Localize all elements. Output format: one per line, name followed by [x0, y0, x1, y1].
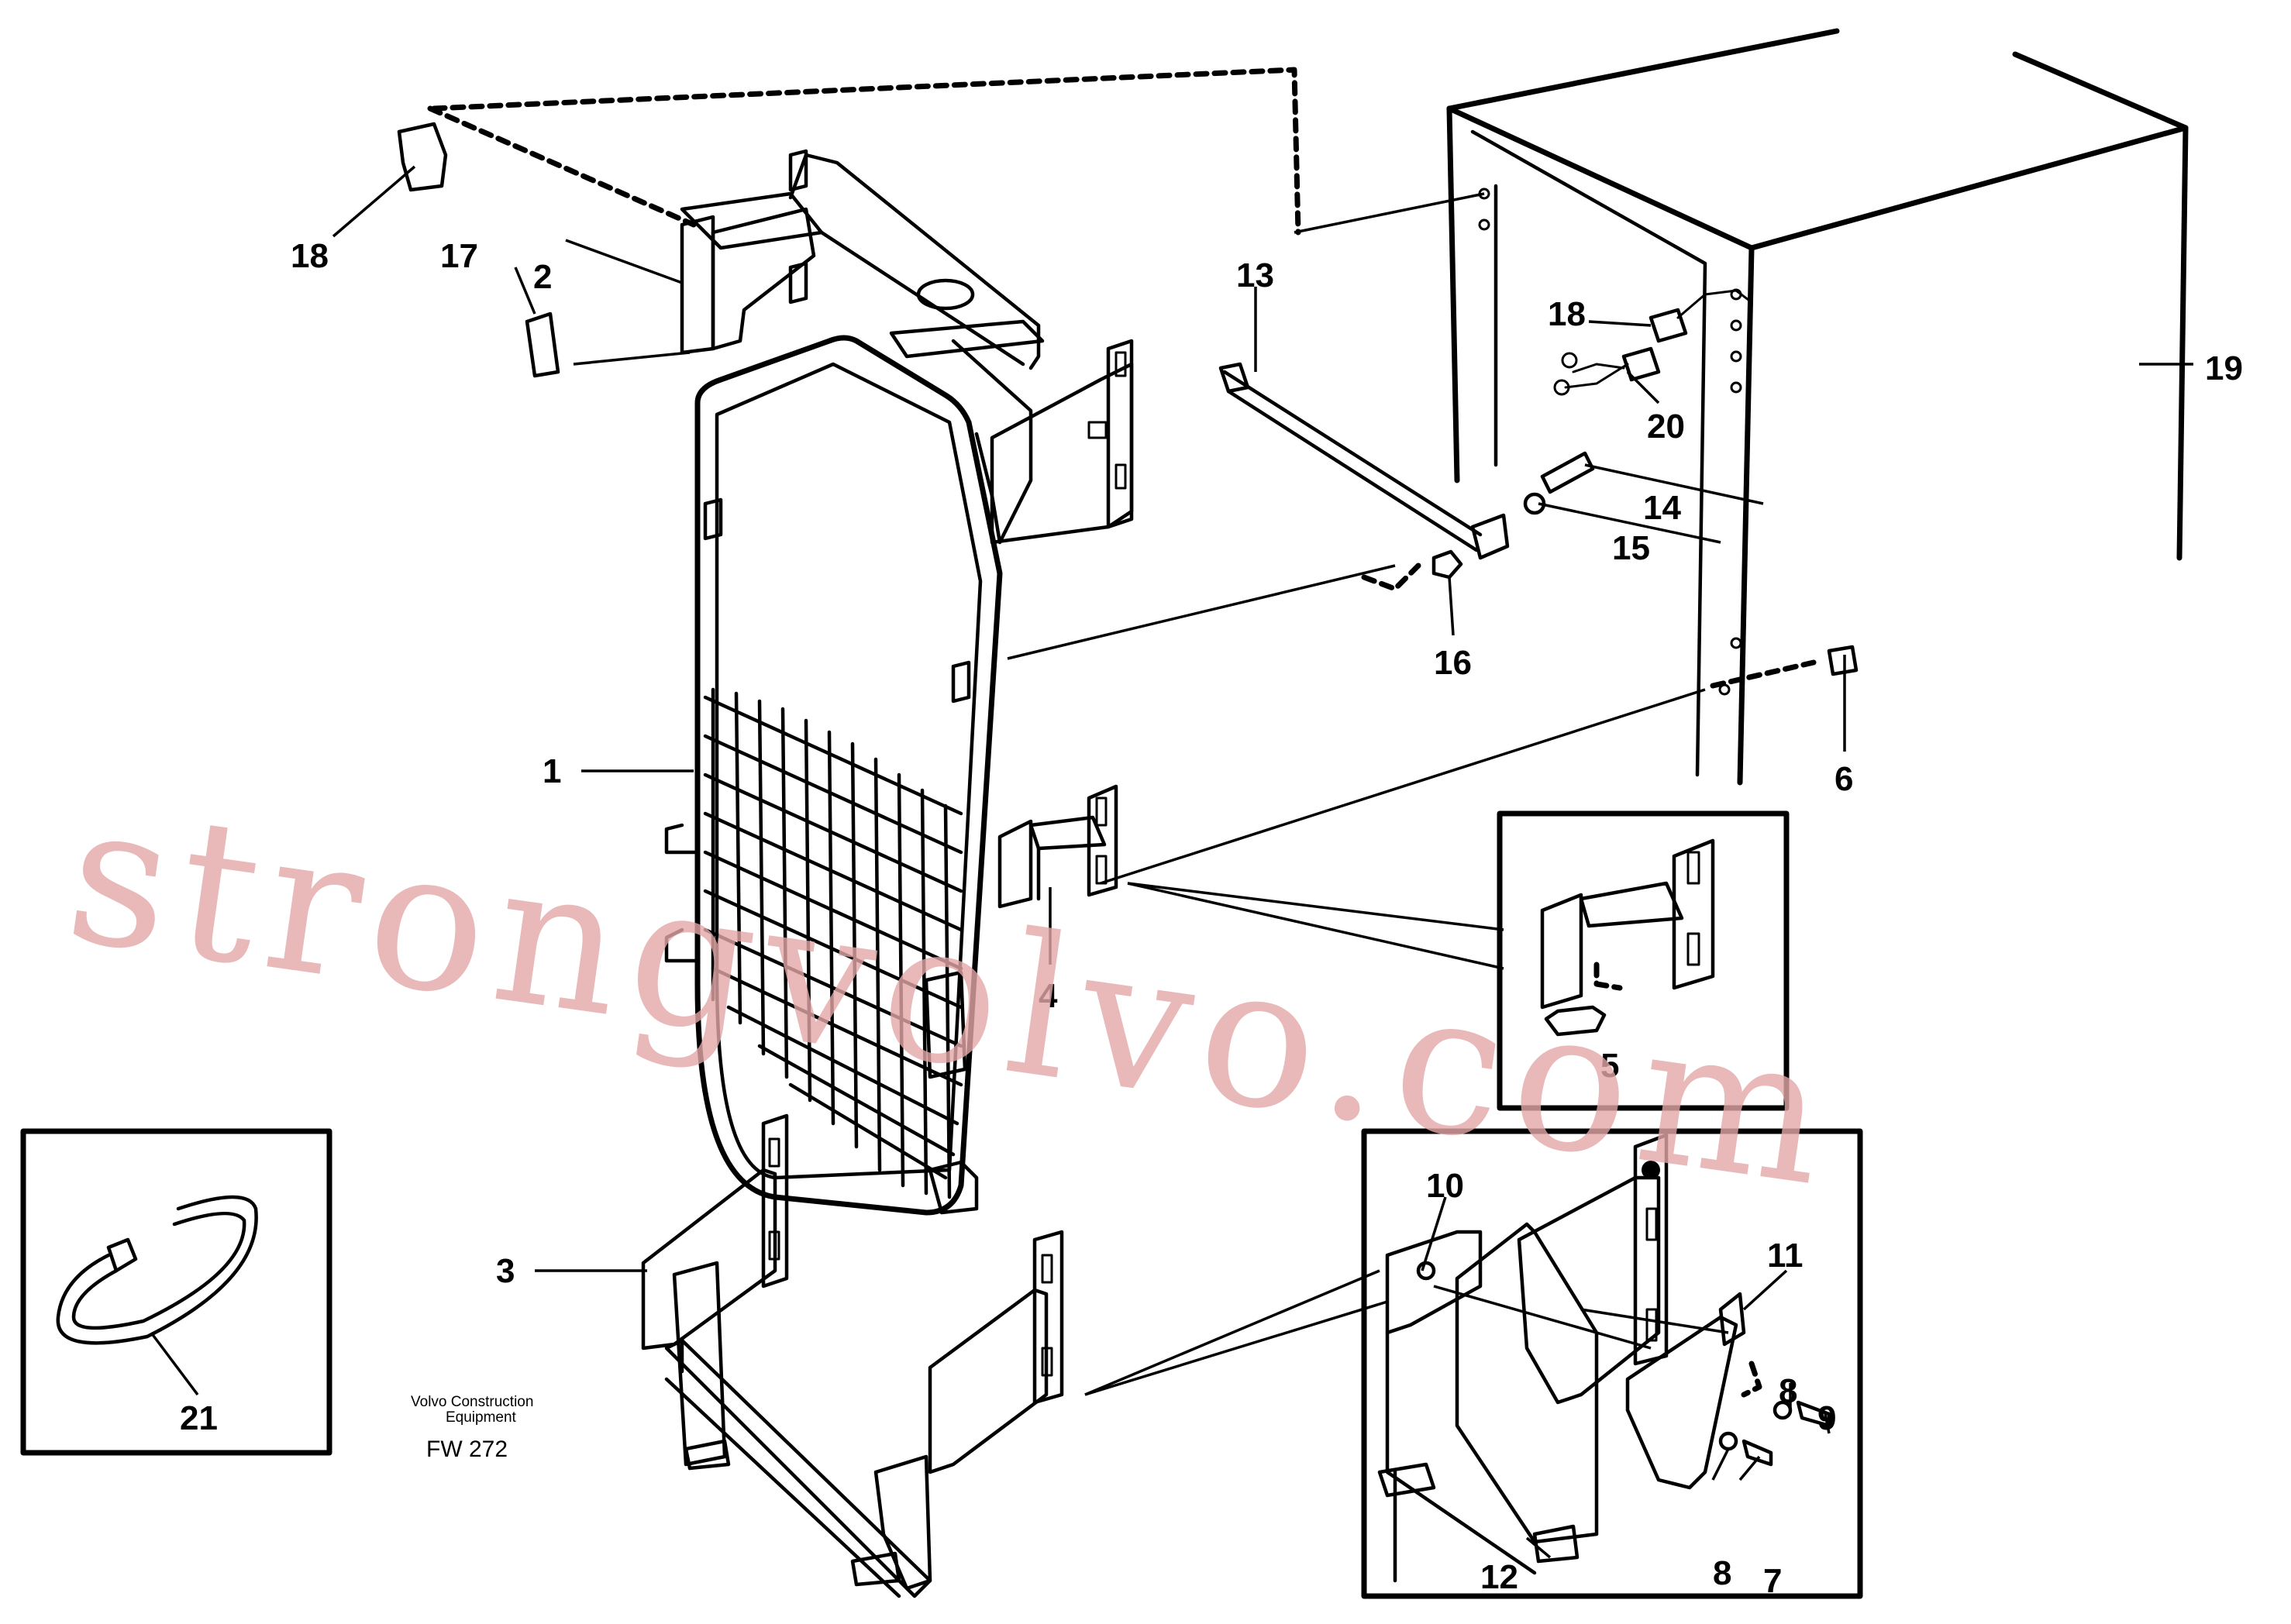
label-3: 3	[496, 1252, 515, 1290]
cab-housing	[1446, 28, 2189, 786]
label-4: 4	[1039, 977, 1058, 1015]
middle-bracket	[997, 784, 1118, 909]
label-6: 6	[1835, 760, 1853, 798]
inset-cable-tie	[20, 1128, 332, 1456]
label-8-lower: 8	[1713, 1554, 1731, 1592]
label-17: 17	[440, 237, 478, 275]
inset-b-pointers	[1084, 1269, 1388, 1396]
label-leaders	[150, 165, 2193, 1559]
upper-bracket	[680, 149, 1134, 545]
mesh-grid	[703, 687, 963, 1199]
part-labels: 18 2 17 1 3 4 5 6 13 18 20 19 14 15 16 1…	[180, 237, 2243, 1600]
label-18-top: 18	[291, 237, 329, 275]
label-2: 2	[533, 258, 552, 296]
label-10: 10	[1426, 1167, 1464, 1205]
label-1: 1	[543, 752, 561, 790]
label-19: 19	[2205, 349, 2243, 387]
inset-bracket-detail	[1497, 810, 1790, 1111]
label-15: 15	[1612, 529, 1650, 567]
drawing-code: FW 272	[426, 1436, 508, 1462]
label-7: 7	[1763, 1562, 1782, 1600]
lower-bracket	[641, 1113, 1064, 1598]
watermark: strongvolvo.com	[56, 759, 1849, 1230]
label-20: 20	[1647, 408, 1685, 446]
company-name-line1: Volvo Construction	[411, 1394, 533, 1410]
label-9: 9	[1817, 1399, 1836, 1437]
label-11: 11	[1767, 1237, 1804, 1275]
company-name-line2: Equipment	[446, 1409, 517, 1426]
drawing-footer: Volvo Construction Equipment FW 272	[411, 1394, 533, 1462]
protective-screen	[664, 335, 1003, 1216]
label-8-upper: 8	[1779, 1372, 1797, 1410]
label-21: 21	[180, 1399, 218, 1437]
assembly-lines-top	[427, 67, 1817, 885]
label-16: 16	[1434, 644, 1472, 682]
label-12: 12	[1480, 1558, 1518, 1596]
label-18-cable: 18	[1548, 295, 1586, 333]
label-14: 14	[1643, 489, 1681, 527]
small-parts	[397, 122, 1859, 676]
inset-a-pointers	[1127, 882, 1504, 970]
label-5: 5	[1600, 1047, 1619, 1085]
label-13: 13	[1236, 256, 1274, 294]
